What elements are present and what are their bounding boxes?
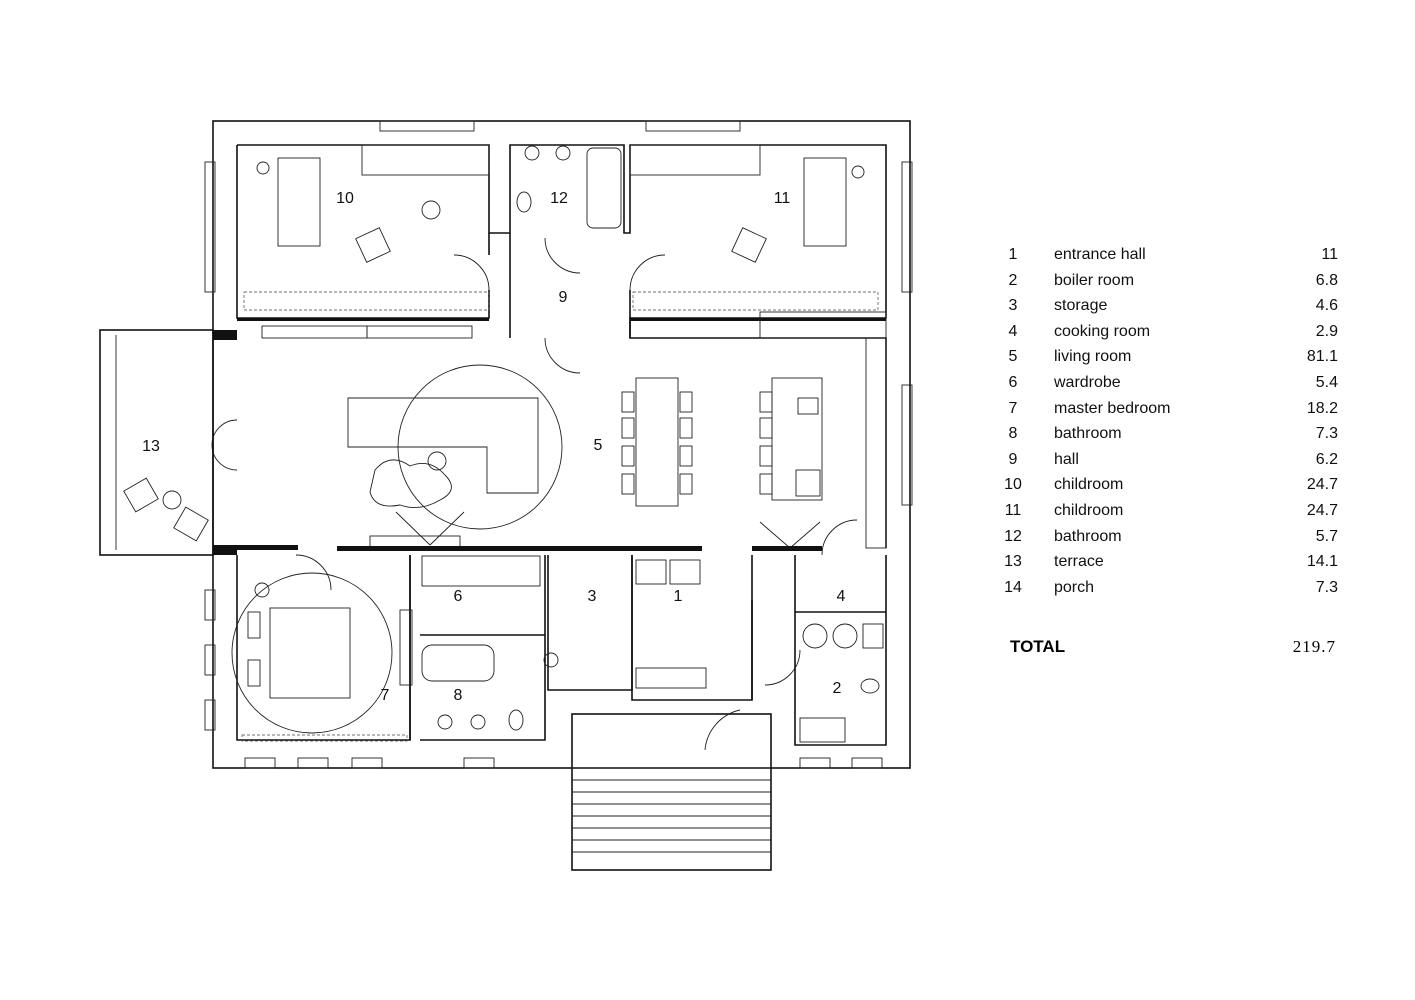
room-label-2: 2 — [832, 680, 842, 697]
room-label-13: 13 — [142, 438, 160, 455]
legend-number: 14 — [1004, 578, 1022, 596]
legend-row: 9 hall 6.2 — [998, 450, 1338, 476]
legend-row: 7 master bedroom 18.2 — [998, 399, 1338, 425]
room-label-9: 9 — [558, 289, 568, 306]
legend-room-name: cooking room — [1054, 322, 1151, 340]
legend-number: 10 — [1004, 476, 1022, 494]
bathroom-12-fixtures — [516, 145, 622, 229]
legend-area: 81.1 — [1306, 348, 1338, 366]
legend-room-name: entrance hall — [1054, 246, 1146, 263]
floor-plan — [99, 120, 913, 871]
legend-room-name: storage — [1054, 297, 1108, 315]
legend-area: 24.7 — [1306, 501, 1338, 519]
room-label-4: 4 — [836, 588, 846, 605]
outer-walls — [212, 120, 911, 769]
legend-room-name: boiler room — [1054, 271, 1135, 289]
legend-room-name: terrace — [1054, 553, 1104, 571]
room-legend: 1 entrance hall 11 2 boiler room 6.8 3 storage 4… — [998, 245, 1338, 603]
childroom-10-furniture — [243, 144, 490, 311]
legend-row: 10 childroom 24.7 — [998, 475, 1338, 501]
legend-room-name: wardrobe — [1054, 373, 1121, 391]
terrace — [99, 329, 214, 556]
legend-number: 8 — [1008, 425, 1018, 443]
total-value: 219.7 — [1292, 637, 1336, 656]
room-label-12: 12 — [550, 190, 568, 207]
legend-area: 6.8 — [1315, 271, 1338, 289]
total-label: TOTAL — [1010, 637, 1066, 656]
legend-area: 14.1 — [1306, 553, 1338, 571]
interior-walls — [213, 545, 887, 746]
total-row: TOTAL 219.7 — [1010, 636, 1336, 658]
legend-row: 5 living room 81.1 — [998, 347, 1338, 373]
legend-row: 6 wardrobe 5.4 — [998, 373, 1338, 399]
legend-area: 7.3 — [1315, 425, 1338, 443]
legend-area: 18.2 — [1306, 399, 1338, 417]
room-label-8: 8 — [453, 687, 463, 704]
legend-row: 2 boiler room 6.8 — [998, 271, 1338, 297]
legend-area: 7.3 — [1315, 578, 1338, 596]
legend-number: 4 — [1008, 322, 1018, 340]
legend-row: 3 storage 4.6 — [998, 296, 1338, 322]
legend-row: 4 cooking room 2.9 — [998, 322, 1338, 348]
legend-row: 13 terrace 14.1 — [998, 552, 1338, 578]
legend-number: 6 — [1008, 373, 1018, 391]
legend-room-name: porch — [1054, 578, 1095, 596]
legend-area: 2.9 — [1315, 322, 1338, 340]
legend-room-name: childroom — [1054, 501, 1124, 519]
legend-number: 7 — [1008, 399, 1018, 417]
room-label-11: 11 — [773, 190, 791, 207]
legend-number: 5 — [1008, 348, 1018, 366]
childroom-11-furniture — [629, 144, 879, 311]
legend-number: 9 — [1008, 450, 1018, 468]
porch-stairs — [571, 713, 772, 871]
legend-area: 6.2 — [1315, 450, 1338, 468]
legend-number: 3 — [1008, 297, 1018, 315]
legend-room-name: childroom — [1054, 476, 1124, 494]
legend-number: 12 — [1004, 527, 1022, 545]
legend-area: 5.4 — [1315, 373, 1338, 391]
legend-area: 24.7 — [1306, 476, 1338, 494]
legend-row: 14 porch 7.3 — [998, 578, 1338, 604]
living-room-furniture — [347, 311, 887, 549]
legend-room-name: master bedroom — [1054, 399, 1171, 417]
legend-room-name: bathroom — [1054, 527, 1122, 545]
room-label-7: 7 — [380, 687, 390, 704]
legend-area: 11 — [1321, 246, 1338, 263]
legend-number: 13 — [1004, 553, 1022, 571]
legend-area: 5.7 — [1315, 527, 1338, 545]
legend-room-name: hall — [1054, 450, 1079, 468]
door-swings — [211, 237, 858, 751]
legend-row: 8 bathroom 7.3 — [998, 424, 1338, 450]
legend-number: 1 — [1008, 246, 1018, 263]
legend-row: 1 entrance hall 11 — [998, 245, 1338, 271]
legend-number: 11 — [1004, 501, 1022, 519]
legend-row: 11 childroom 24.7 — [998, 501, 1338, 527]
room-label-10: 10 — [336, 190, 354, 207]
legend-row: 12 bathroom 5.7 — [998, 527, 1338, 553]
legend-room-name: bathroom — [1054, 425, 1122, 443]
legend-number: 2 — [1008, 271, 1018, 289]
legend-area: 4.6 — [1315, 297, 1338, 315]
room-label-1: 1 — [673, 588, 683, 605]
room-label-5: 5 — [593, 437, 603, 454]
legend-room-name: living room — [1054, 348, 1132, 366]
room-label-6: 6 — [453, 588, 463, 605]
room-label-3: 3 — [587, 588, 597, 605]
windows — [204, 120, 913, 769]
